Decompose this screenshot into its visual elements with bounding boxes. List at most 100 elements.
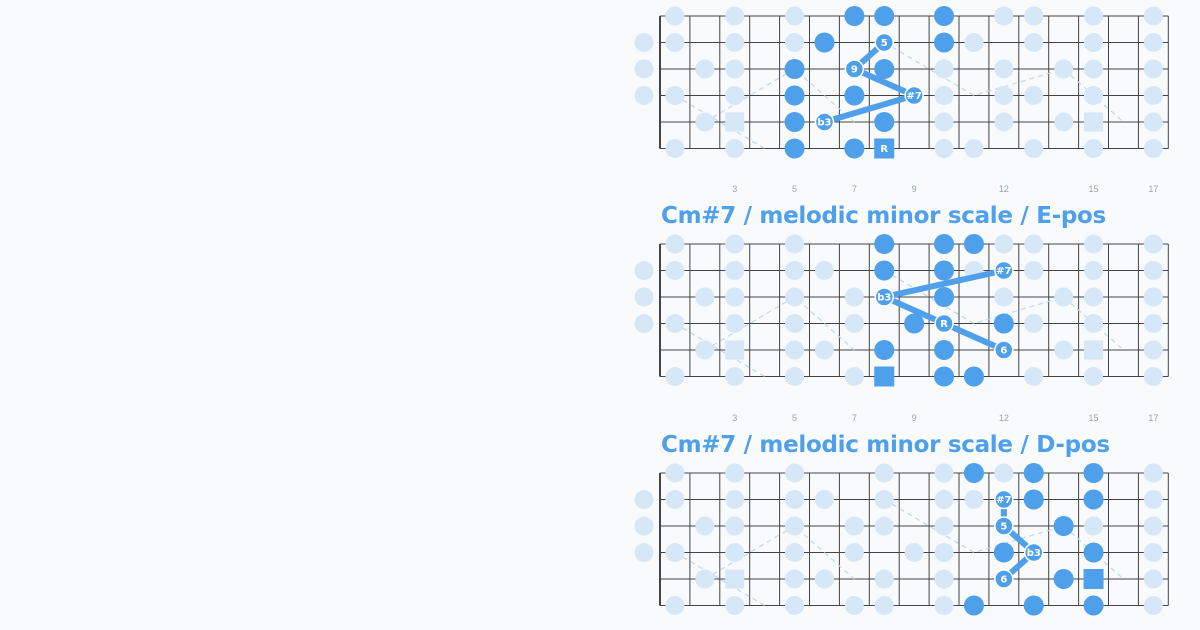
note-label: #7: [906, 91, 921, 102]
ghost-root: [1084, 112, 1104, 132]
note-dot: [904, 85, 924, 106]
ghost-note: [934, 59, 954, 79]
ghost-note: [1054, 59, 1074, 79]
ghost-note: [785, 569, 805, 589]
ghost-note: [874, 516, 894, 536]
scale-note: [993, 542, 1014, 563]
fret-number: 12: [998, 413, 1009, 423]
note-dot: [1023, 489, 1044, 510]
ghost-note: [1054, 340, 1074, 360]
ghost-notes: [634, 463, 1163, 615]
note-label: 5: [881, 38, 888, 49]
ghost-path: [883, 41, 1124, 123]
note-dot: [934, 32, 955, 53]
ghost-note: [634, 490, 654, 509]
scale-note: [934, 340, 955, 360]
ghost-note: [785, 516, 805, 536]
ghost-note: [695, 112, 715, 132]
fret-number: 15: [1088, 184, 1099, 194]
note-dot: [874, 340, 895, 360]
ghost-note: [1084, 6, 1104, 26]
ghost-note: [785, 234, 805, 254]
scale-note: [874, 112, 895, 132]
ghost-note: [964, 490, 984, 509]
scale-note: [963, 463, 984, 483]
ghost-note: [814, 261, 834, 280]
fret-number: 7: [851, 413, 857, 423]
ghost-note: [814, 569, 834, 589]
ghost-note: [844, 516, 864, 536]
note-label: R: [880, 144, 888, 155]
diagram-title-e-pos: Cm#7 / melodic minor scale / E-pos: [661, 203, 1106, 229]
ghost-note: [665, 33, 685, 52]
ghost-note: [844, 596, 864, 615]
scale-note: 9: [844, 59, 865, 79]
ghost-note: [1084, 33, 1104, 52]
scale-note: [874, 234, 895, 254]
ghost-note: [934, 596, 954, 615]
note-dot: [934, 260, 955, 281]
root-marker: [1083, 569, 1104, 589]
fret-number: 3: [732, 413, 738, 423]
ghost-note: [1143, 86, 1163, 105]
ghost-note: [634, 516, 654, 536]
note-dot: [934, 287, 955, 307]
scale-note: #7: [994, 489, 1014, 510]
note-dot: [963, 595, 984, 616]
fret-number: 7: [851, 184, 857, 194]
note-dot: [934, 313, 954, 334]
note-dot: [934, 6, 955, 26]
interval-path: [821, 39, 918, 125]
ghost-note: [934, 490, 954, 509]
ghost-note: [844, 314, 864, 333]
ghost-note: [1143, 33, 1163, 52]
ghost-note: [665, 543, 685, 562]
ghost-note: [785, 490, 805, 509]
ghost-note: [994, 463, 1014, 483]
ghost-note: [964, 139, 984, 158]
ghost-note: [1143, 287, 1163, 307]
note-dot: [1024, 542, 1044, 563]
note-dot: [1053, 516, 1074, 536]
note-dot: [963, 234, 984, 254]
ghost-note: [1143, 516, 1163, 536]
note-dot: [1083, 489, 1104, 510]
ghost-note: [1024, 139, 1044, 158]
ghost-note: [994, 112, 1014, 132]
fret-number: 9: [911, 413, 917, 423]
ghost-note: [725, 596, 745, 615]
fret-number: 5: [792, 184, 798, 194]
note-dot: [1053, 569, 1074, 589]
scale-note: [874, 6, 895, 26]
scale-note: [963, 595, 984, 616]
scale-note: [1053, 516, 1074, 536]
note-dot: [994, 516, 1014, 536]
ghost-note: [994, 86, 1014, 105]
ghost-note: [665, 261, 685, 280]
note-dot: [844, 6, 865, 26]
ghost-note: [1143, 596, 1163, 615]
ghost-note: [785, 314, 805, 333]
ghost-note: [844, 543, 864, 562]
ghost-note: [994, 59, 1014, 79]
ghost-note: [1084, 139, 1104, 158]
scale-note: [814, 32, 835, 53]
ghost-note: [1084, 86, 1104, 105]
ghost-note: [665, 86, 685, 105]
note-dot: [1083, 595, 1104, 616]
scale-note: [1023, 595, 1044, 616]
ghost-note: [1054, 287, 1074, 307]
ghost-path: [704, 68, 855, 123]
ghost-note: [785, 261, 805, 280]
interval-path: [1000, 496, 1037, 582]
scale-note: [784, 112, 805, 132]
ghost-note: [994, 234, 1014, 254]
ghost-note: [814, 490, 834, 509]
ghost-note: [1054, 112, 1074, 132]
ghost-note: [904, 543, 924, 562]
ghost-note: [874, 569, 894, 589]
ghost-note: [785, 367, 805, 386]
scale-note: b3: [814, 112, 835, 132]
root-marker: [874, 138, 895, 159]
